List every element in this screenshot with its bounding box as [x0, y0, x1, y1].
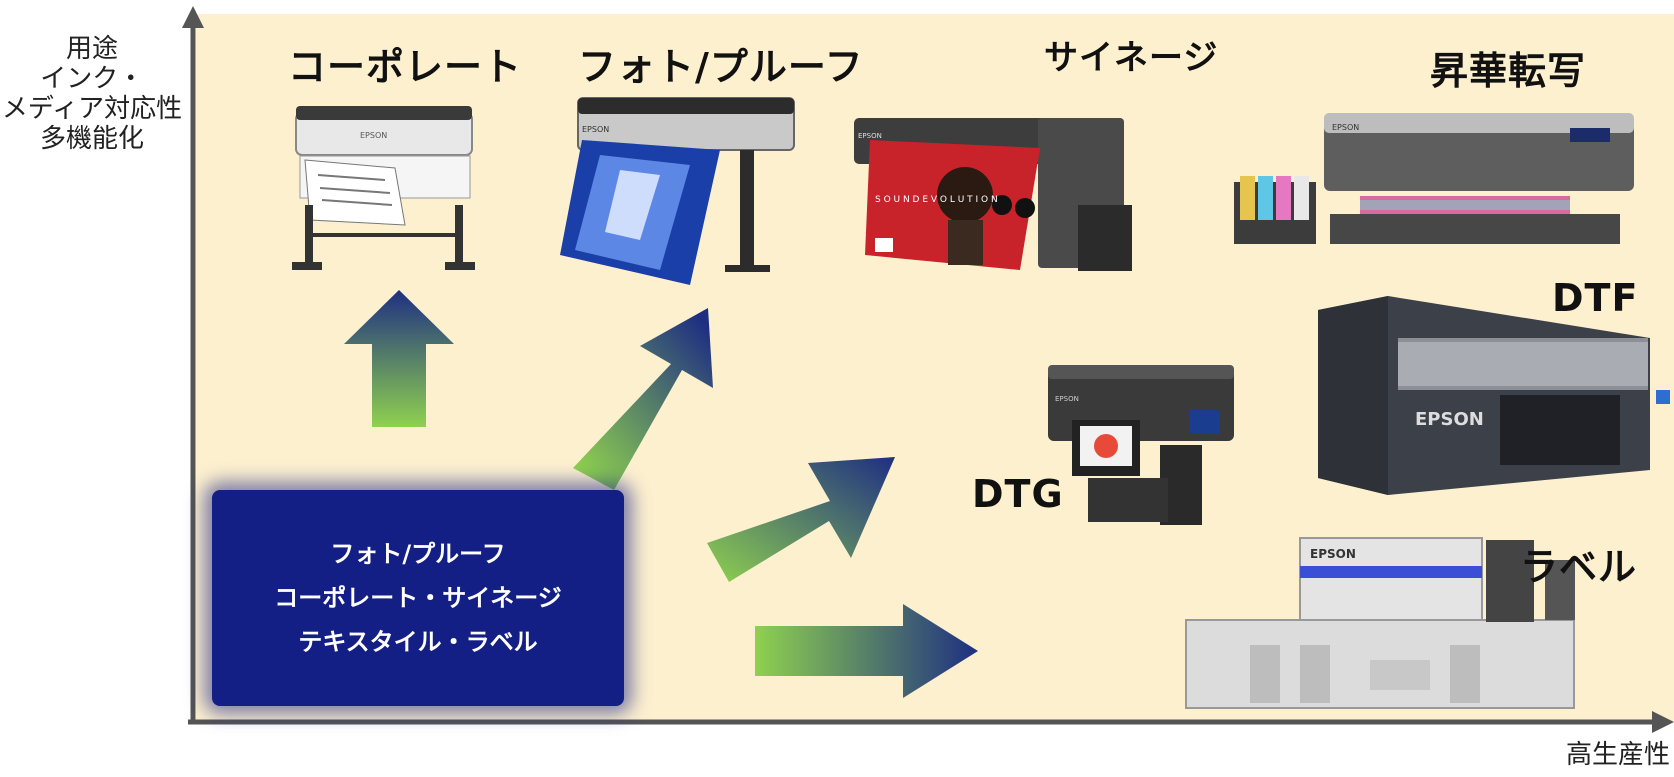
y-axis-label-line: 用途 — [65, 34, 118, 64]
label-sublimation: 昇華転写 — [1430, 49, 1587, 93]
arrow-right-label — [755, 604, 978, 698]
corporate-printer-image: EPSON — [292, 106, 475, 270]
base-box-line: コーポレート・サイネージ — [274, 584, 562, 612]
arrow-diagonal-photo — [573, 308, 713, 490]
y-axis-label-line: メディア対応性 — [1, 94, 183, 124]
svg-text:EPSON: EPSON — [1310, 547, 1356, 561]
base-box-line: テキスタイル・ラベル — [298, 628, 538, 656]
label-label: ラベル — [1520, 545, 1638, 589]
label-photo-proof: フォト/プルーフ — [578, 45, 864, 89]
signage-printer-image: S O U N D E V O L U T I O N EPSON — [854, 118, 1132, 271]
svg-text:EPSON: EPSON — [582, 125, 609, 134]
y-axis — [182, 6, 204, 722]
svg-text:EPSON: EPSON — [1332, 123, 1359, 132]
dtg-printer-image: EPSON — [1048, 365, 1234, 525]
label-corporate: コーポレート — [288, 45, 523, 89]
y-axis-label: 用途 インク・ メディア対応性 多機能化 — [0, 34, 184, 154]
label-printer-image: EPSON — [1185, 537, 1575, 709]
svg-text:EPSON: EPSON — [1055, 395, 1079, 403]
dtf-printer-image: EPSON — [1318, 296, 1670, 495]
sublimation-printer-image: EPSON — [1234, 113, 1634, 244]
x-axis-label: 高生産性 — [1565, 740, 1670, 770]
label-signage: サイネージ — [1044, 38, 1219, 78]
y-axis-label-line: インク・ — [40, 64, 144, 94]
y-axis-label-line: 多機能化 — [39, 124, 144, 154]
svg-text:S O U N D E V O L U T I O N: S O U N D E V O L U T I O N — [875, 195, 998, 205]
label-dtf: DTF — [1552, 276, 1639, 320]
label-dtg: DTG — [972, 472, 1064, 516]
x-axis — [188, 711, 1674, 733]
base-box-line: フォト/プルーフ — [330, 540, 506, 568]
arrow-up-corporate — [344, 290, 454, 427]
photo-proof-printer-image: EPSON — [560, 97, 795, 285]
svg-text:EPSON: EPSON — [360, 131, 387, 140]
svg-text:EPSON: EPSON — [858, 132, 882, 140]
arrow-diagonal-dtg — [707, 457, 895, 582]
base-segments-box: フォト/プルーフ コーポレート・サイネージ テキスタイル・ラベル — [212, 490, 624, 706]
svg-text:EPSON: EPSON — [1415, 409, 1484, 430]
